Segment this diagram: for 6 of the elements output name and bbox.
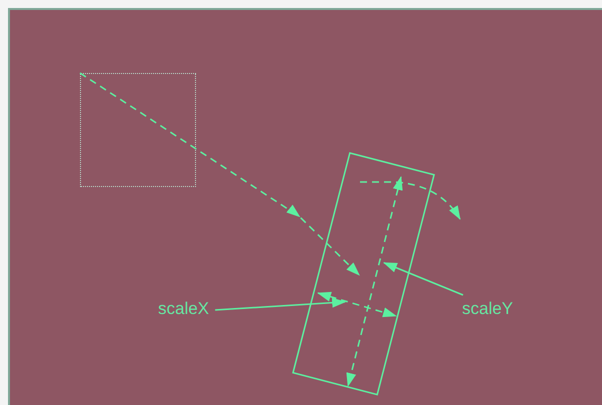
translation-arrow [80,72,360,276]
leader-line [383,262,464,296]
axis-label: scaleY [462,299,514,319]
axis-label: scaleX [158,299,210,319]
original-position-outline [80,73,196,187]
leader-line [215,298,346,311]
